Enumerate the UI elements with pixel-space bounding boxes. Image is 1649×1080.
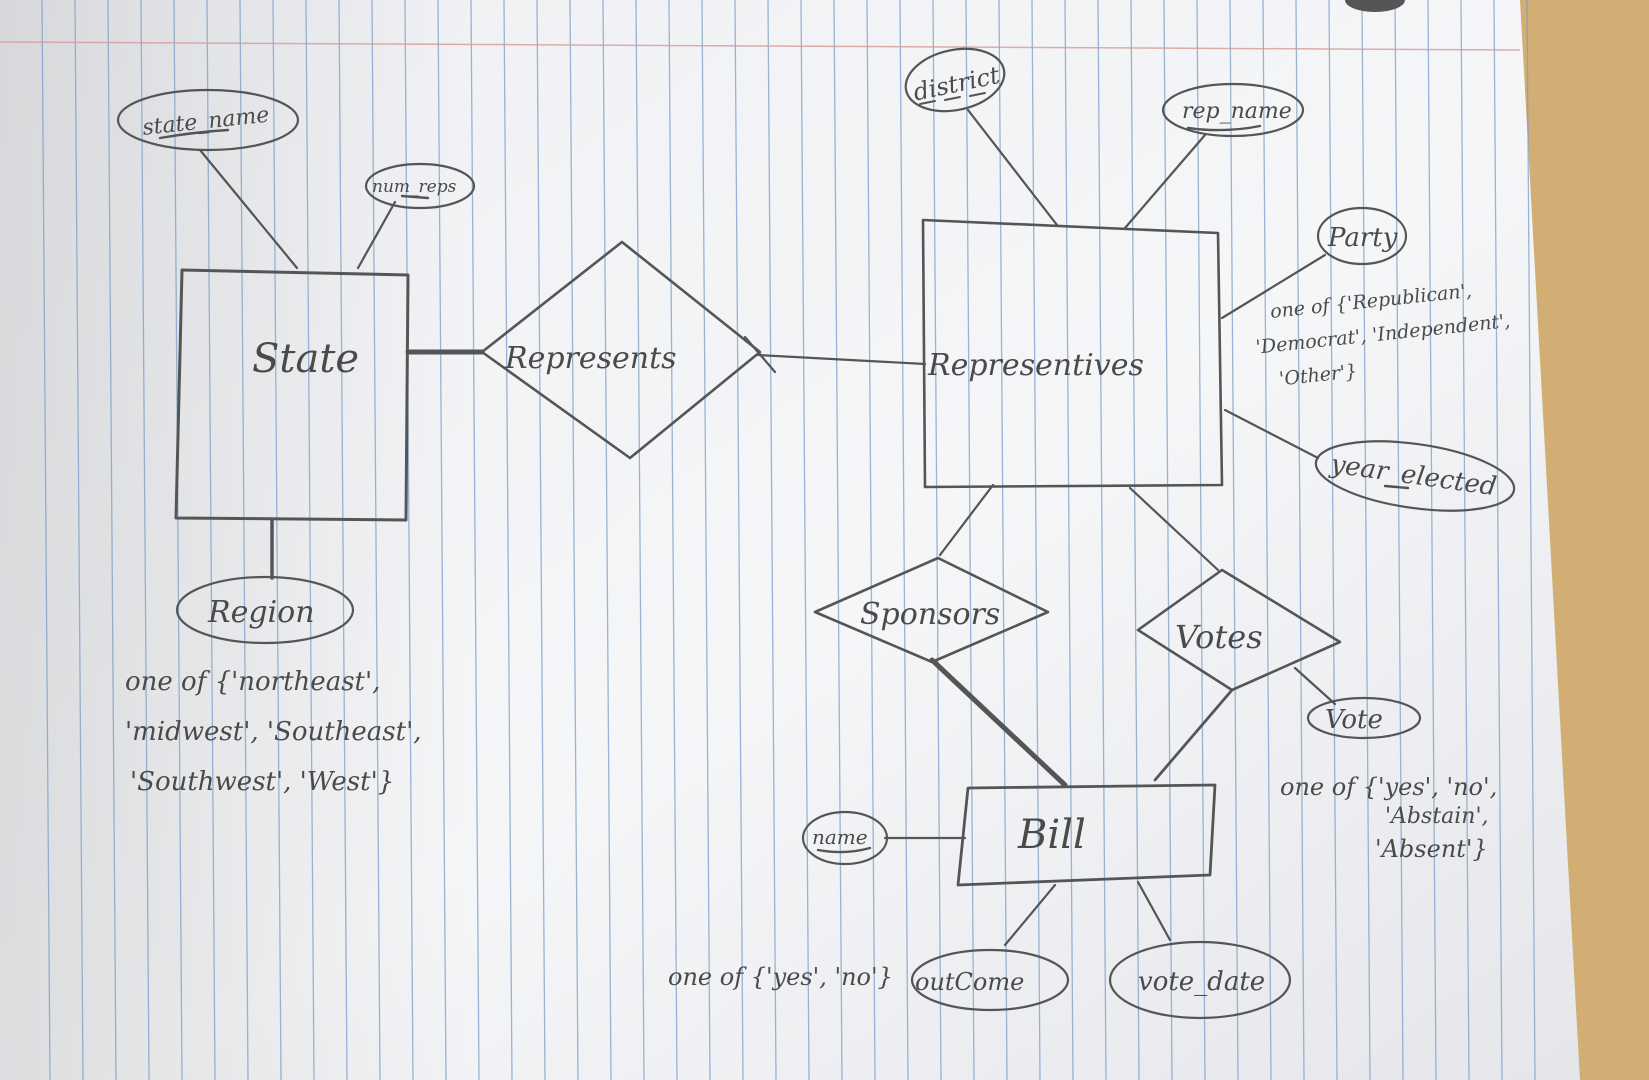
party-attribute-ellipse	[1316, 206, 1408, 266]
rule-line	[239, 0, 249, 1080]
sponsors-relationship-diamond	[813, 556, 1050, 664]
district-attribute-ellipse	[904, 47, 1006, 113]
rule-line	[1460, 0, 1470, 1080]
connector-lines	[198, 108, 1337, 947]
rule-line	[1328, 0, 1338, 1080]
rule-line	[1361, 0, 1371, 1080]
rep-name-key-underline	[1186, 124, 1262, 132]
rule-line	[800, 0, 810, 1080]
name-attribute-ellipse	[801, 810, 889, 866]
region-attribute-ellipse	[175, 575, 355, 645]
name-attribute-label: name	[812, 825, 868, 849]
rule-line	[1394, 0, 1404, 1080]
rule-line	[668, 0, 678, 1080]
rule-line	[965, 0, 975, 1080]
num-reps-underline	[400, 194, 430, 200]
rule-line	[635, 0, 645, 1080]
outcome-attribute-ellipse	[910, 948, 1070, 1012]
rule-line	[1427, 0, 1437, 1080]
name-key-underline	[816, 846, 872, 854]
state-name-attribute-ellipse	[116, 88, 300, 152]
rule-line	[998, 0, 1008, 1080]
rule-line	[305, 0, 315, 1080]
rule-line	[734, 0, 744, 1080]
rule-line	[1097, 0, 1107, 1080]
district-partial-key-underline	[919, 92, 986, 105]
represents-relationship-label: Represents	[504, 341, 677, 376]
num-reps-attribute-ellipse	[364, 162, 476, 210]
rule-line	[932, 0, 942, 1080]
rule-line	[767, 0, 777, 1080]
rule-line	[899, 0, 909, 1080]
representatives-entity-label: Representives	[927, 348, 1144, 383]
rule-line	[41, 0, 51, 1080]
rule-line	[503, 0, 513, 1080]
margin-line	[0, 41, 1521, 51]
represents-relationship-diamond	[480, 240, 762, 460]
vote-domain-note: one of {'yes', 'no', 'Abstain', 'Absent'…	[1280, 773, 1497, 863]
rule-line	[272, 0, 282, 1080]
rule-line	[206, 0, 216, 1080]
rule-line	[1295, 0, 1305, 1080]
region-note-line-1: one of {'northeast',	[125, 667, 380, 697]
outcome-domain-note: one of {'yes', 'no'}	[668, 963, 893, 991]
rule-line	[602, 0, 612, 1080]
vote-note-line-3: 'Absent'}	[1375, 835, 1488, 863]
rule-line	[1031, 0, 1041, 1080]
region-domain-note: one of {'northeast', 'midwest', 'Southea…	[125, 667, 422, 797]
sponsors-relationship-label: Sponsors	[860, 597, 1000, 632]
vote-attribute-label: Vote	[1325, 705, 1383, 735]
rule-line	[1130, 0, 1140, 1080]
votes-relationship-label: Votes	[1175, 618, 1263, 656]
rule-line	[338, 0, 348, 1080]
vote-date-attribute-label: vote_date	[1138, 967, 1265, 997]
rep-name-attribute-ellipse	[1161, 82, 1305, 138]
rule-line	[1229, 0, 1239, 1080]
rule-line	[107, 0, 117, 1080]
vote-note-line-1: one of {'yes', 'no',	[1280, 773, 1497, 801]
region-note-line-3: 'Southwest', 'West'}	[130, 767, 394, 797]
year-elected-underline	[1383, 484, 1410, 490]
votes-relationship-diamond	[1136, 568, 1342, 692]
vote-attribute-ellipse	[1306, 696, 1422, 740]
rule-line	[74, 0, 84, 1080]
outcome-attribute-label: outCome	[915, 968, 1024, 996]
ruled-lines	[41, 0, 1536, 1080]
rule-line	[866, 0, 876, 1080]
state-entity-label: State	[252, 336, 359, 382]
rule-line	[404, 0, 414, 1080]
state-entity-box	[174, 268, 410, 522]
vote-note-line-2: 'Abstain',	[1385, 804, 1489, 829]
rule-line	[1526, 0, 1536, 1080]
region-attribute-label: Region	[207, 595, 315, 630]
rule-line	[833, 0, 843, 1080]
party-attribute-label: Party	[1327, 223, 1398, 253]
rule-line	[536, 0, 546, 1080]
rule-line	[1064, 0, 1074, 1080]
num-reps-attribute-label: num_reps	[372, 177, 457, 197]
bill-entity-label: Bill	[1017, 812, 1086, 858]
state-name-key-underline	[158, 128, 230, 140]
rule-line	[371, 0, 381, 1080]
rule-line	[701, 0, 711, 1080]
rule-line	[140, 0, 150, 1080]
rule-line	[1493, 0, 1503, 1080]
rule-line	[173, 0, 183, 1080]
rule-line	[437, 0, 447, 1080]
vote-date-attribute-ellipse	[1108, 940, 1292, 1020]
rule-line	[569, 0, 579, 1080]
rule-line	[1262, 0, 1272, 1080]
region-note-line-2: 'midwest', 'Southeast',	[125, 717, 422, 747]
rep-name-attribute-label: rep_name	[1182, 99, 1292, 124]
year-elected-attribute-ellipse	[1314, 440, 1516, 512]
representatives-entity-box	[921, 218, 1224, 489]
rule-line	[1196, 0, 1206, 1080]
bill-entity-box	[956, 783, 1217, 887]
